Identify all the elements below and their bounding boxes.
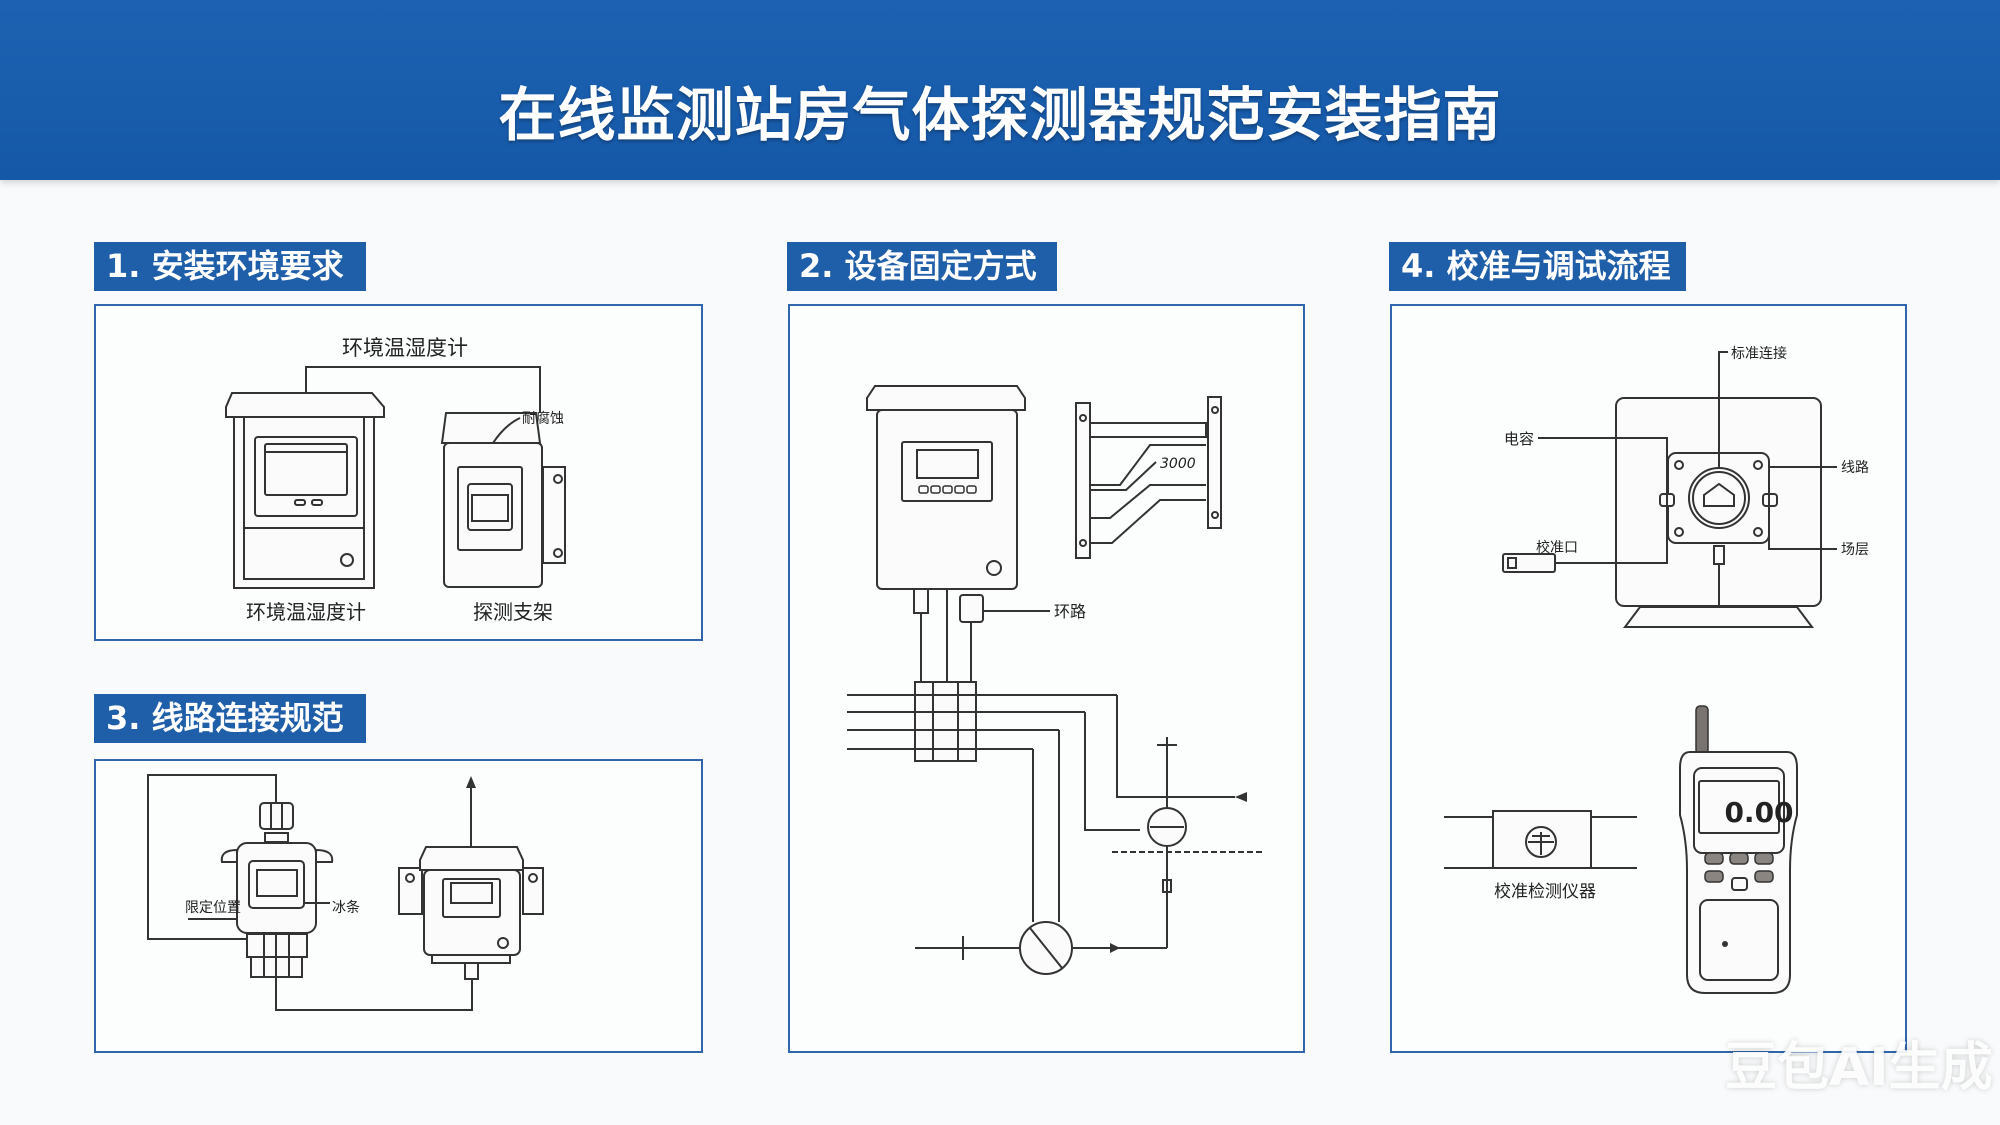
wiring-diagram: 限定位置 冰条: [147, 774, 544, 1011]
cable-gland: [959, 594, 984, 623]
callout-line: [492, 417, 521, 444]
section-label-calibration: 4. 校准与调试流程: [1389, 242, 1686, 291]
cable-cap: [259, 802, 294, 830]
connection-wire: [305, 366, 541, 413]
handheld-meter: 0.00: [1679, 705, 1798, 994]
calibration-diagram: 标准连接 电容 校准口 线路 场层 校准检测仪器 0.00: [1444, 345, 1869, 994]
base-callout: 场层: [1841, 542, 1869, 558]
mounting-diagram: 环路 3000: [847, 385, 1262, 975]
wall-bracket: 3000: [1075, 396, 1222, 559]
page-title: 在线监测站房气体探测器规范安装指南: [498, 81, 1502, 149]
environment-diagram: 环境温湿度计 环境温湿度计 耐腐蚀 探测支架: [225, 336, 566, 624]
header-banner: 在线监测站房气体探测器规范安装指南: [0, 0, 2000, 180]
lock-icon: [340, 553, 354, 567]
bracket-mark: 3000: [1160, 456, 1196, 472]
section-label-install-environment: 1. 安装环境要求: [94, 242, 366, 291]
right-caption: 探测支架: [473, 600, 553, 624]
left-callout: 限定位置: [185, 900, 241, 916]
panel-wiring: [94, 759, 703, 1053]
panel-install-environment: [94, 304, 703, 641]
thermo-hygrometer-cabinet: [225, 392, 385, 589]
controller-roof: [419, 846, 524, 871]
detector-box: [440, 412, 566, 588]
meter-reading: 0.00: [1724, 796, 1793, 829]
capacitor-callout: 电容: [1504, 430, 1534, 448]
instrument-caption: 校准检测仪器: [1494, 882, 1596, 902]
left-caption: 环境温湿度计: [246, 600, 366, 624]
loop-callout: 环路: [1054, 602, 1086, 621]
right-callout: 冰条: [332, 899, 360, 916]
watermark: 豆包AI生成: [1725, 1038, 1993, 1098]
port-callout: 校准口: [1536, 539, 1578, 556]
calibration-port: [1502, 553, 1556, 573]
section-label-wiring: 3. 线路连接规范: [94, 694, 366, 743]
section-label-mounting: 2. 设备固定方式: [787, 242, 1057, 291]
top-label: 环境温湿度计: [342, 336, 468, 360]
callout-label: 耐腐蚀: [522, 410, 564, 427]
line-callout: 线路: [1841, 460, 1869, 476]
standard-connection-callout: 标准连接: [1731, 345, 1787, 362]
